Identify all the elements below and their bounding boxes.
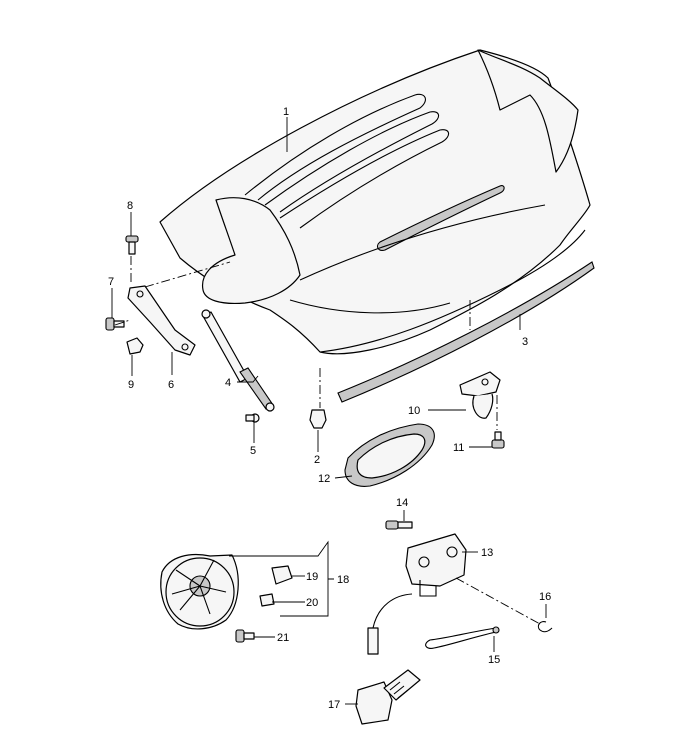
rear-lid-part — [159, 49, 591, 355]
callout-12: 12 — [318, 473, 330, 485]
actuator-part — [355, 627, 421, 725]
callout-19: 19 — [306, 571, 318, 583]
release-cable-part — [425, 626, 500, 649]
screw-11-part — [491, 431, 505, 449]
callout-6: 6 — [168, 379, 174, 391]
callout-21: 21 — [277, 632, 289, 644]
callout-15: 15 — [488, 654, 500, 666]
callout-3: 3 — [522, 336, 528, 348]
grommet-part — [271, 565, 293, 585]
callout-7: 7 — [108, 276, 114, 288]
buffer-part — [309, 409, 327, 429]
seal-strip-part — [337, 261, 595, 403]
seal-cover-part — [344, 423, 435, 487]
screw-7-part — [105, 317, 125, 331]
callout-4: 4 — [225, 377, 231, 389]
assembly-lines — [114, 256, 541, 625]
lock-part — [372, 533, 467, 629]
callout-17: 17 — [328, 699, 340, 711]
clip-nut-part — [259, 593, 275, 607]
fan-assembly-part — [160, 553, 239, 630]
callout-2: 2 — [314, 454, 320, 466]
callout-1: 1 — [283, 106, 289, 118]
leader-lines — [111, 117, 547, 705]
screw-21-part — [235, 629, 255, 643]
screw-14-part — [385, 520, 413, 530]
nut-9-part — [126, 337, 144, 355]
callout-5: 5 — [250, 445, 256, 457]
callout-10: 10 — [408, 405, 420, 417]
callout-18: 18 — [337, 574, 349, 586]
screw-8-part — [125, 235, 139, 255]
clip-part — [537, 621, 553, 633]
gas-strut-part — [201, 309, 275, 412]
ball-stud-part — [245, 413, 260, 423]
callout-8: 8 — [127, 200, 133, 212]
callout-16: 16 — [539, 591, 551, 603]
hinge-bracket-part — [127, 285, 196, 356]
callout-9: 9 — [128, 379, 134, 391]
callout-labels: 1 8 7 3 9 6 4 10 5 2 11 12 14 13 18 19 1… — [108, 106, 551, 711]
callout-13: 13 — [481, 547, 493, 559]
callout-20: 20 — [306, 597, 318, 609]
callout-11: 11 — [453, 442, 464, 454]
callout-14: 14 — [396, 497, 408, 509]
striker-bracket-part — [459, 371, 501, 419]
